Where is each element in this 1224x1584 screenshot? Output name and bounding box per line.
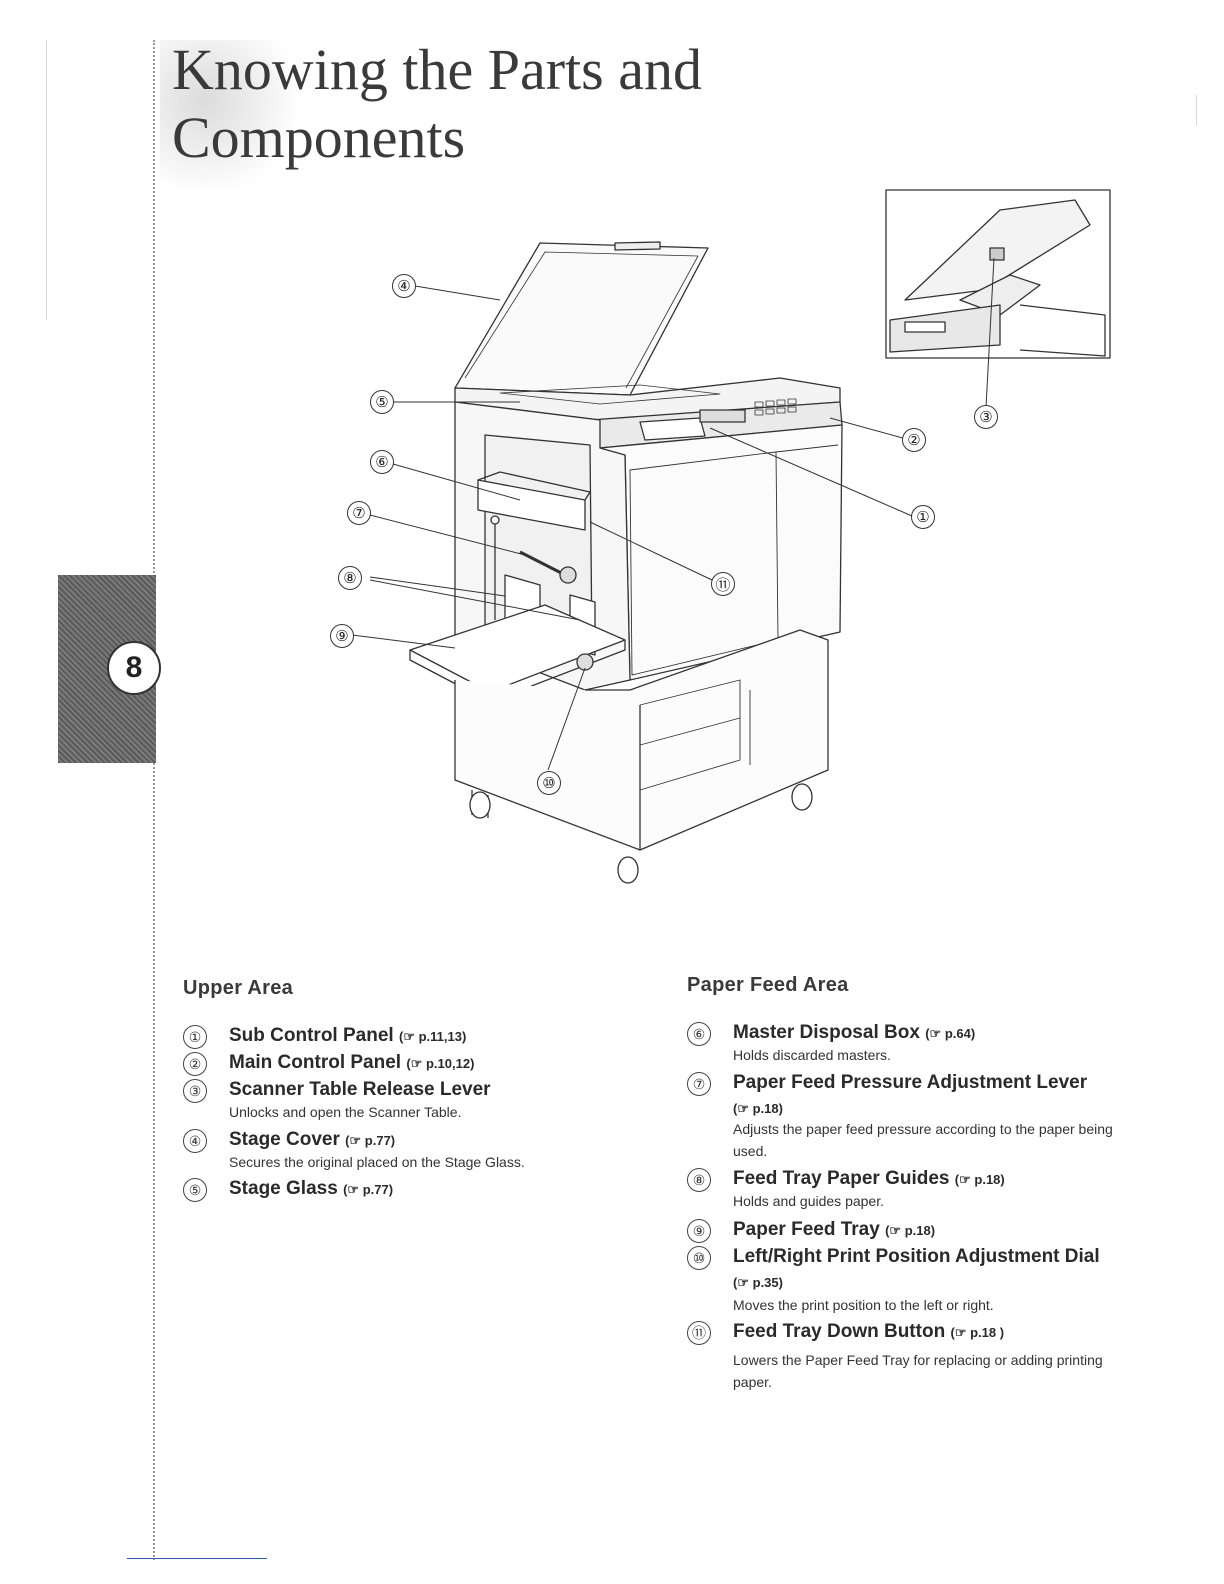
item-number: ⑨ xyxy=(687,1219,711,1243)
ref-icon: ☞ xyxy=(737,1101,749,1116)
page-ref: p.11,13 xyxy=(418,1029,462,1044)
ref-icon: ☞ xyxy=(954,1325,967,1340)
item-number: ④ xyxy=(183,1129,207,1153)
page-ref: p.77 xyxy=(362,1182,389,1197)
callout-3: ③ xyxy=(974,405,998,429)
item-description: Moves the print position to the left or … xyxy=(733,1297,994,1313)
page-ref: p.64 xyxy=(944,1026,971,1041)
chapter-number-badge: 8 xyxy=(107,641,161,695)
item-description: Lowers the Paper Feed Tray for replacing… xyxy=(733,1352,1103,1390)
title-line-2: Components xyxy=(172,105,466,170)
page-title: Knowing the Parts and Components xyxy=(172,36,702,172)
callout-1: ① xyxy=(911,505,935,529)
page-ref: p.10,12 xyxy=(425,1056,471,1071)
ref-icon: ☞ xyxy=(403,1029,415,1044)
item-name: Sub Control Panel xyxy=(229,1025,394,1046)
item-description: Adjusts the paper feed pressure accordin… xyxy=(733,1121,1113,1159)
item-number: ③ xyxy=(183,1079,207,1103)
item-name: Paper Feed Pressure Adjustment Lever xyxy=(733,1072,1088,1093)
item-description: Unlocks and open the Scanner Table. xyxy=(229,1104,462,1120)
page-ref: p.18 xyxy=(904,1223,931,1238)
item-number: ⑥ xyxy=(687,1022,711,1046)
ref-icon: ☞ xyxy=(410,1056,423,1071)
footer-rule xyxy=(127,1558,267,1559)
ref-icon: ☞ xyxy=(349,1133,362,1148)
item-description: Holds discarded masters. xyxy=(733,1047,891,1063)
scan-edge-mark xyxy=(1196,95,1197,125)
page-ref: p.18 xyxy=(974,1172,1001,1187)
page-ref: p.77 xyxy=(364,1133,391,1148)
item-number: ⑧ xyxy=(687,1168,711,1192)
item-name: Feed Tray Down Button xyxy=(733,1321,946,1342)
item-name: Feed Tray Paper Guides xyxy=(733,1168,950,1189)
item-number: ① xyxy=(183,1025,207,1049)
page-ref: p.35 xyxy=(752,1275,779,1290)
callout-9: ⑨ xyxy=(330,624,354,648)
callout-4: ④ xyxy=(392,274,416,298)
ref-icon: ☞ xyxy=(889,1223,902,1238)
ref-icon: ☞ xyxy=(929,1026,942,1041)
item-name: Stage Glass xyxy=(229,1178,338,1199)
item-name: Master Disposal Box xyxy=(733,1022,920,1043)
item-name: Main Control Panel xyxy=(229,1052,402,1073)
item-number: ⑪ xyxy=(687,1321,711,1345)
title-shading xyxy=(160,40,310,190)
paper-feed-area-heading: Paper Feed Area xyxy=(687,974,849,996)
scan-edge-line xyxy=(46,40,47,320)
item-description: Secures the original placed on the Stage… xyxy=(229,1154,525,1170)
ref-icon: ☞ xyxy=(959,1172,971,1187)
item-number: ⑤ xyxy=(183,1178,207,1202)
callout-11: ⑪ xyxy=(711,572,735,596)
item-number: ⑩ xyxy=(687,1246,711,1270)
item-name: Left/Right Print Position Adjustment Dia… xyxy=(733,1246,1100,1267)
page-ref: p.18 xyxy=(752,1101,779,1116)
title-line-1: Knowing the Parts and xyxy=(172,37,702,102)
item-description: Holds and guides paper. xyxy=(733,1193,884,1209)
upper-area-heading: Upper Area xyxy=(183,977,294,999)
callout-10: ⑩ xyxy=(537,771,561,795)
callout-6: ⑥ xyxy=(370,450,394,474)
callout-8: ⑧ xyxy=(338,566,362,590)
item-number: ⑦ xyxy=(687,1072,711,1096)
ref-icon: ☞ xyxy=(737,1275,749,1290)
ref-icon: ☞ xyxy=(347,1182,360,1197)
callout-7: ⑦ xyxy=(347,501,371,525)
page-ref: p.18 xyxy=(970,1325,1000,1340)
page-margin-rule xyxy=(153,40,155,1560)
item-name: Stage Cover xyxy=(229,1129,340,1150)
item-name: Paper Feed Tray xyxy=(733,1219,880,1240)
callout-5: ⑤ xyxy=(370,390,394,414)
machine-illustration xyxy=(351,189,1111,884)
callout-2: ② xyxy=(902,428,926,452)
item-name: Scanner Table Release Lever xyxy=(229,1079,491,1100)
item-number: ② xyxy=(183,1052,207,1076)
